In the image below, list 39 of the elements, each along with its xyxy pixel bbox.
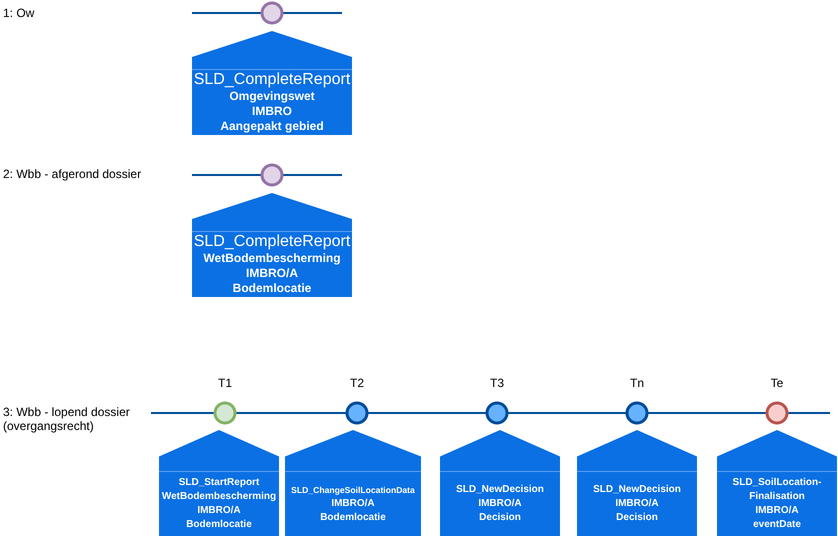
callout-text: IMBRO/A <box>755 504 799 518</box>
callout-shape <box>285 430 421 536</box>
callout-text: Bodemlocatie <box>320 511 386 525</box>
callout-text: eventDate <box>753 518 801 532</box>
callout-text: Omgevingswet <box>229 89 315 104</box>
callout-text: IMBRO/A <box>197 504 241 518</box>
row-label: 3: Wbb - lopend dossier (overgangsrecht) <box>3 405 131 433</box>
time-label: T3 <box>490 376 504 390</box>
callout-text: WetBodembescherming <box>203 251 341 266</box>
callout-shape <box>192 193 352 297</box>
callout-text: Decision <box>479 511 521 525</box>
callout-text: Aangepakt gebied <box>220 119 324 134</box>
callout-text: IMBRO/A <box>331 497 375 511</box>
callout-text: Bodemlocatie <box>186 518 252 532</box>
callout-title: SLD_CompleteReport <box>194 233 350 251</box>
time-label: Te <box>770 376 784 390</box>
callout-shape <box>192 31 352 135</box>
callout-shape <box>440 430 560 536</box>
row-label: 2: Wbb - afgerond dossier <box>3 167 142 181</box>
callout-title: SLD_SoilLocation-Finalisation <box>732 476 822 504</box>
callout-title: SLD_StartReport <box>178 476 260 490</box>
callout-text: IMBRO <box>252 104 292 119</box>
callout-title: SLD_CompleteReport <box>194 71 350 89</box>
callout-text: IMBRO/A <box>246 266 298 281</box>
callout-text: IMBRO/A <box>615 497 659 511</box>
callout-text: Decision <box>616 511 658 525</box>
row-label: 1: Ow <box>3 6 34 20</box>
callout-text: WetBodembescherming <box>162 490 276 504</box>
time-label: Tn <box>630 376 644 390</box>
callout-title: SLD_NewDecision <box>593 483 681 497</box>
callout-shape <box>159 430 279 536</box>
callout-title: SLD_ChangeSoilLocationData <box>291 484 415 497</box>
callout-shape <box>717 430 837 536</box>
time-label: T1 <box>218 376 232 390</box>
callout-text: Bodemlocatie <box>232 281 312 296</box>
callout-title: SLD_NewDecision <box>456 483 544 497</box>
callout-shape <box>577 430 697 536</box>
callout-text: IMBRO/A <box>478 497 522 511</box>
time-label: T2 <box>350 376 364 390</box>
